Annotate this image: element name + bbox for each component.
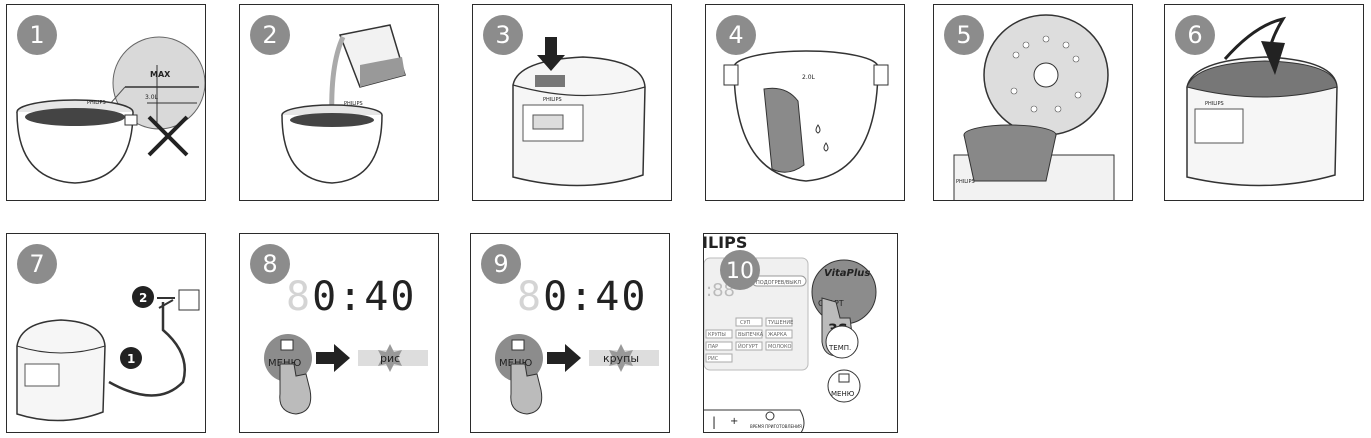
step-7-panel: 7 1 2 xyxy=(6,233,206,433)
plug-step-1-label: 1 xyxy=(127,352,135,366)
vitaplus-label: VitaPlus xyxy=(824,268,870,279)
step-4-illustration: 2.0L xyxy=(723,50,889,182)
max-label: MAX xyxy=(150,70,171,79)
menu-item-label: ВЫПЕЧКА xyxy=(738,332,764,338)
step-4-panel: 4 2.0L xyxy=(705,4,905,201)
program-label: крупы xyxy=(603,352,639,365)
brand-label: PHILIPS xyxy=(956,179,975,185)
step-number-badge: 8 xyxy=(250,244,290,284)
display-time: 80:40 xyxy=(517,274,648,320)
menu-item-label: ПАР xyxy=(708,344,718,350)
preset-label: ВРЕМЯ ПРИГОТОВЛЕНИЯ xyxy=(750,424,802,429)
menu-item-label: ТУШЕНИЕ xyxy=(767,320,793,326)
plug-step-2-label: 2 xyxy=(139,291,147,305)
step-5-illustration: PHILIPS xyxy=(953,14,1115,200)
step-3-illustration: PHILIPS xyxy=(512,37,646,187)
plus-label: + xyxy=(730,416,738,427)
step-9-illustration: МЕНЮ крупы xyxy=(495,334,659,415)
step-3-panel: 3 PHILIPS xyxy=(472,4,672,201)
step-6-illustration: PHILIPS xyxy=(1186,16,1338,187)
menu-button-label: МЕНЮ xyxy=(831,390,855,398)
step-7-illustration: 1 2 xyxy=(16,286,200,422)
step-8-illustration: МЕНЮ рис xyxy=(264,334,428,415)
menu-item-label: РИС xyxy=(708,356,719,362)
menu-item-label: СУП xyxy=(740,320,751,326)
step-10-illustration: ILIPS :88 ПОДОГРЕВ/ВЫКЛ СУП ТУШЕНИЕ КРУП… xyxy=(704,234,877,432)
display-time: 80:40 xyxy=(286,274,417,320)
step-number-badge: 1 xyxy=(17,15,57,55)
menu-item-label: КРУПЫ xyxy=(708,332,726,338)
step-10-panel: ILIPS :88 ПОДОГРЕВ/ВЫКЛ СУП ТУШЕНИЕ КРУП… xyxy=(703,233,898,433)
step-number-badge: 5 xyxy=(944,15,984,55)
step-2-panel: 2 PHILIPS xyxy=(239,4,439,201)
step-number-badge: 10 xyxy=(726,259,754,284)
step-number-badge: 4 xyxy=(716,15,756,55)
minus-label: | xyxy=(712,415,716,429)
level-label: 2.0L xyxy=(802,74,816,81)
step-2-illustration: PHILIPS xyxy=(281,24,406,184)
brand-label: PHILIPS xyxy=(87,100,106,106)
brand-label: PHILIPS xyxy=(344,101,363,107)
temp-button-label: ТЕМП. xyxy=(828,344,851,352)
step-number-badge: 6 xyxy=(1175,15,1215,55)
step-number-badge: 9 xyxy=(481,244,521,284)
step-8-panel: 8 80:40 МЕНЮ рис xyxy=(239,233,439,433)
brand-label: PHILIPS xyxy=(543,97,562,103)
brand-label: ILIPS xyxy=(704,234,747,252)
menu-item-label: ЖАРКА xyxy=(768,332,787,338)
menu-item-label: МОЛОКО xyxy=(768,344,791,350)
step-9-panel: 9 80:40 МЕНЮ крупы xyxy=(470,233,670,433)
menu-item-label: ЙОГУРТ xyxy=(738,343,759,350)
program-label: рис xyxy=(380,352,400,365)
step-number-badge: 2 xyxy=(250,15,290,55)
step-1-illustration: MAX 3.0L PHILIPS xyxy=(16,36,205,184)
step-6-panel: 6 PHILIPS xyxy=(1164,4,1364,201)
step-number-badge: 3 xyxy=(483,15,523,55)
step-1-panel: 1 MAX 3.0L PHILIPS xyxy=(6,4,206,201)
step-5-panel: 5 PHILIPS xyxy=(933,4,1133,201)
brand-label: PHILIPS xyxy=(1205,101,1224,107)
step-number-badge: 7 xyxy=(17,244,57,284)
keep-warm-label: ПОДОГРЕВ/ВЫКЛ xyxy=(756,280,801,286)
level-label: 3.0L xyxy=(145,94,159,101)
